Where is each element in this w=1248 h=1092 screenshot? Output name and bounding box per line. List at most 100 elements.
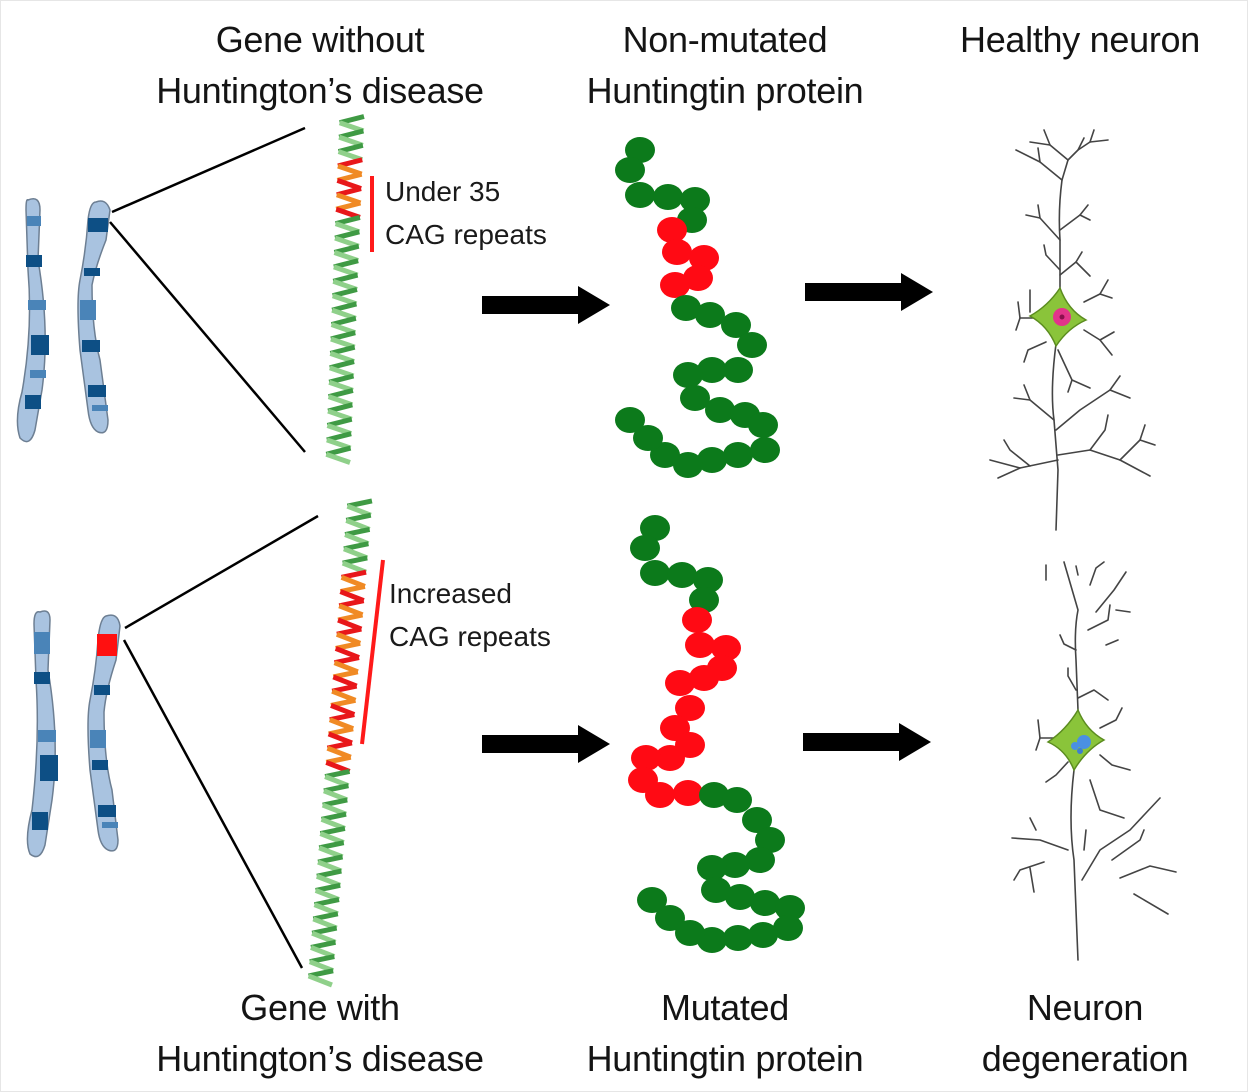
bead-green bbox=[667, 562, 697, 588]
nucleus-fragmented bbox=[1071, 735, 1091, 754]
bead-cag-red bbox=[685, 632, 715, 658]
bead-cag-red bbox=[655, 745, 685, 771]
bead-cag-red bbox=[711, 635, 741, 661]
bead-green bbox=[630, 535, 660, 561]
bead-green bbox=[723, 357, 753, 383]
label-mutated-protein: Mutated Huntingtin protein bbox=[545, 982, 905, 1084]
bead-green bbox=[637, 887, 667, 913]
bead-green bbox=[655, 905, 685, 931]
bead-green bbox=[720, 852, 750, 878]
bead-green bbox=[615, 407, 645, 433]
bead-green bbox=[673, 452, 703, 478]
bead-green bbox=[699, 782, 729, 808]
bead-green bbox=[633, 425, 663, 451]
bead-green bbox=[723, 925, 753, 951]
arrow-right-icon bbox=[803, 723, 931, 761]
note-line: CAG repeats bbox=[385, 219, 547, 250]
bead-cag-red bbox=[689, 665, 719, 691]
bead-green bbox=[750, 890, 780, 916]
bead-green bbox=[640, 515, 670, 541]
label-line: Mutated bbox=[661, 987, 789, 1028]
label-gene-with-hd: Gene with Huntington’s disease bbox=[130, 982, 510, 1084]
bead-cag-red bbox=[645, 782, 675, 808]
bead-green bbox=[722, 787, 752, 813]
bead-green bbox=[750, 437, 780, 463]
chromosome-icon bbox=[77, 200, 111, 434]
zoom-line bbox=[111, 126, 306, 214]
label-line: Healthy neuron bbox=[960, 19, 1200, 60]
label-line: Huntingtin protein bbox=[586, 1038, 864, 1079]
bead-cag-red bbox=[665, 670, 695, 696]
bead-cag-red bbox=[689, 245, 719, 271]
label-healthy-neuron: Healthy neuron bbox=[935, 14, 1225, 65]
neuron-icon bbox=[989, 129, 1156, 531]
label-line: Gene without bbox=[215, 19, 425, 60]
bead-cag-red bbox=[682, 607, 712, 633]
bead-green bbox=[773, 915, 803, 941]
bead-green bbox=[671, 295, 701, 321]
note-line: Under 35 bbox=[385, 176, 501, 207]
bead-green bbox=[742, 807, 772, 833]
label-line: Non-mutated bbox=[622, 19, 828, 60]
note-under-35-cag: Under 35 CAG repeats bbox=[385, 170, 547, 256]
label-line: degeneration bbox=[981, 1038, 1189, 1079]
zoom-line bbox=[122, 639, 304, 969]
note-line: Increased bbox=[389, 578, 512, 609]
zoom-line bbox=[124, 514, 319, 630]
label-line: Huntington’s disease bbox=[156, 1038, 484, 1079]
bead-green bbox=[723, 442, 753, 468]
bead-green bbox=[755, 827, 785, 853]
bead-green bbox=[625, 182, 655, 208]
bead-green bbox=[697, 357, 727, 383]
bead-green bbox=[748, 412, 778, 438]
bead-green bbox=[775, 895, 805, 921]
bead-green bbox=[680, 385, 710, 411]
chromosome-icon bbox=[16, 198, 49, 443]
bead-green bbox=[650, 442, 680, 468]
protein-bead-chain-icon bbox=[628, 515, 805, 953]
bead-green bbox=[705, 397, 735, 423]
chromosome-pair-normal bbox=[16, 126, 306, 453]
label-line: Huntington’s disease bbox=[156, 70, 484, 111]
arrow-right-icon bbox=[805, 273, 933, 311]
label-line: Neuron bbox=[1026, 987, 1144, 1028]
dna-helix-icon bbox=[307, 498, 373, 988]
chromosome-icon bbox=[87, 614, 121, 852]
note-line: CAG repeats bbox=[389, 621, 551, 652]
bead-cag-red bbox=[657, 217, 687, 243]
bead-green bbox=[725, 884, 755, 910]
zoom-line bbox=[109, 221, 306, 453]
bead-green bbox=[701, 877, 731, 903]
chromosome-icon bbox=[26, 610, 58, 858]
note-increased-cag: Increased CAG repeats bbox=[389, 572, 551, 658]
bead-cag-red bbox=[683, 265, 713, 291]
label-neuron-degeneration: Neuron degeneration bbox=[965, 982, 1205, 1084]
bead-green bbox=[697, 447, 727, 473]
bead-green bbox=[745, 847, 775, 873]
bead-green bbox=[615, 157, 645, 183]
bead-green bbox=[675, 920, 705, 946]
bead-green bbox=[721, 312, 751, 338]
bead-cag-red bbox=[673, 780, 703, 806]
bead-green bbox=[748, 922, 778, 948]
bead-green bbox=[697, 855, 727, 881]
label-non-mutated-protein: Non-mutated Huntingtin protein bbox=[545, 14, 905, 116]
cag-range-bar bbox=[360, 559, 385, 745]
bead-green bbox=[737, 332, 767, 358]
label-line: Huntingtin protein bbox=[586, 70, 864, 111]
arrow-right-icon bbox=[482, 286, 610, 324]
bead-green bbox=[693, 567, 723, 593]
bead-green bbox=[640, 560, 670, 586]
bead-green bbox=[695, 302, 725, 328]
bead-cag-red bbox=[631, 745, 661, 771]
helix-strand-front bbox=[325, 451, 351, 465]
bead-green bbox=[689, 587, 719, 613]
bead-cag-red bbox=[660, 272, 690, 298]
neuron-body bbox=[1046, 708, 1106, 772]
protein-bead-chain-icon bbox=[615, 137, 780, 478]
label-gene-without-hd: Gene without Huntington’s disease bbox=[130, 14, 510, 116]
bead-green bbox=[653, 184, 683, 210]
chromosome-pair-mutant bbox=[26, 514, 319, 969]
bead-green bbox=[680, 187, 710, 213]
